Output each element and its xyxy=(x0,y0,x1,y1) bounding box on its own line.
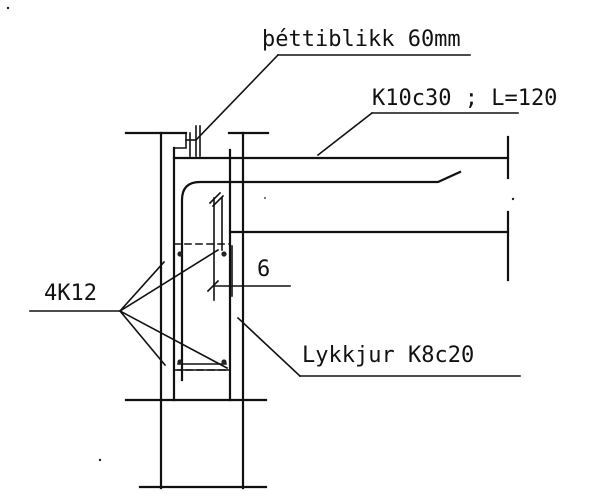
label-top-rebar: K10c30 ; L=120 xyxy=(372,86,557,111)
label-flashing: þéttiblikk 60mm xyxy=(262,27,461,52)
label-longitudinal-bars: 4K12 xyxy=(44,281,97,306)
label-stirrups: Lykkjur K8c20 xyxy=(302,343,474,368)
stirrup-inner xyxy=(177,197,231,371)
leader-lines xyxy=(29,53,521,378)
flashing-detail xyxy=(173,125,201,157)
longitudinal-bars xyxy=(177,251,227,365)
wall-outline xyxy=(124,131,270,490)
scan-specks xyxy=(6,6,515,462)
label-dimension: 6 xyxy=(257,257,270,282)
top-rebar-bar xyxy=(180,170,462,382)
slab xyxy=(172,135,510,282)
tick-marks xyxy=(206,191,225,293)
